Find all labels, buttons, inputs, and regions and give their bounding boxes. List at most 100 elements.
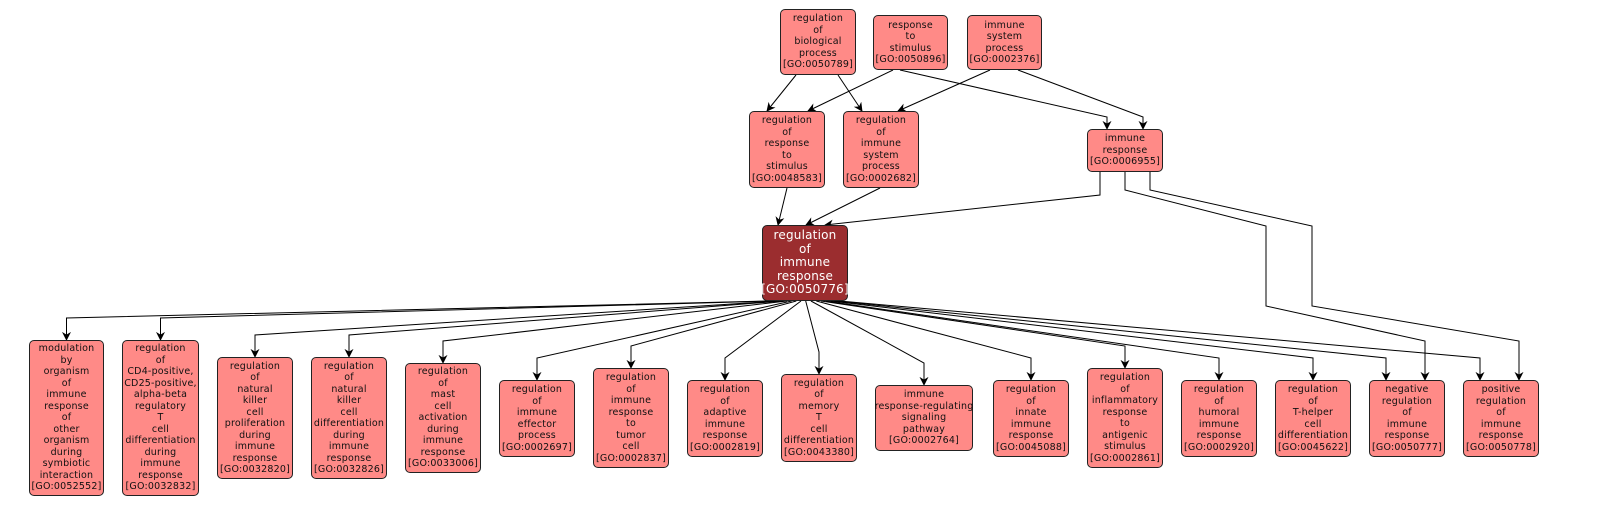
term-label-line: proliferation	[224, 418, 286, 429]
term-label-line: immune	[328, 441, 370, 452]
term-label-line: of	[250, 372, 260, 383]
go-id-label: [GO:0052552]	[31, 481, 102, 493]
go-id-label: [GO:0002376]	[969, 54, 1040, 65]
edge-arrow	[1149, 172, 1524, 381]
term-label-line: during	[144, 446, 177, 458]
term-label-line: system	[986, 31, 1023, 42]
edge-arrow	[897, 69, 991, 112]
edge-arrow	[805, 187, 881, 226]
term-label-line: modulation	[38, 343, 95, 355]
term-label-line: response	[326, 452, 372, 464]
term-label-line: immune	[516, 407, 558, 418]
term-label-line: response	[1102, 406, 1148, 418]
term-label-line: natural	[331, 383, 367, 395]
term-label-line: differentiation	[125, 435, 196, 447]
term-label-line: positive	[1481, 384, 1521, 395]
go-id-label: [GO:0050776]	[761, 282, 849, 297]
term-label-line: response	[420, 446, 466, 458]
edge-arrow	[720, 300, 802, 381]
term-label-line: pathway	[902, 423, 946, 435]
term-label-line: to	[905, 31, 916, 42]
go-id-label: [GO:0032820]	[220, 464, 290, 475]
term-label-line: cell	[151, 423, 170, 435]
term-label-line: immune	[984, 19, 1025, 31]
term-label-line: of	[1026, 395, 1036, 407]
term-label-line: response	[1384, 430, 1430, 441]
go-id-label: [GO:0045622]	[1278, 441, 1348, 453]
term-label-line: regulation	[1381, 395, 1433, 407]
term-label-line: during	[239, 429, 271, 441]
term-label-line: stimulus	[1104, 441, 1146, 452]
term-label-line: regulatory	[134, 400, 187, 412]
term-label-line: of	[1214, 395, 1224, 407]
term-label-line: cell	[622, 441, 640, 452]
edge-arrow	[816, 300, 1036, 381]
term-label-line: regulation	[1475, 395, 1527, 407]
term-label-line: regulation	[793, 377, 845, 389]
term-label-line: response	[1102, 144, 1148, 156]
term-label-line: of	[1308, 395, 1318, 407]
term-label-line: cell	[246, 406, 264, 418]
term-label-line: biological	[794, 36, 842, 48]
term-label-line: regulation	[417, 366, 469, 378]
edge-arrow	[825, 300, 1224, 381]
term-label-line: interaction	[39, 469, 94, 481]
edge-arrow	[62, 300, 769, 341]
term-label-line: T-helper	[1292, 407, 1334, 418]
term-label-line: other	[53, 423, 80, 435]
edge-arrow	[824, 172, 1101, 229]
term-label-line: immune	[704, 418, 746, 430]
term-label-line: of	[720, 395, 730, 407]
term-label-line: regulation	[135, 343, 186, 355]
term-label-line: antigenic	[1102, 429, 1148, 441]
edge-arrow	[837, 74, 863, 112]
term-label-line: during	[427, 423, 459, 435]
term-label-line: CD4-positive,	[127, 366, 194, 378]
edge-arrow	[250, 300, 778, 358]
term-label-line: regulation	[773, 228, 837, 243]
term-label-line: process	[799, 47, 837, 59]
term-label-line: of	[532, 395, 542, 407]
term-label-line: regulation	[1287, 384, 1339, 395]
edge-arrow	[839, 300, 1485, 381]
term-label-line: cell	[1304, 418, 1322, 430]
term-label-line: immune	[1480, 418, 1522, 430]
term-label-line: immune	[140, 458, 181, 470]
edge-arrow	[1017, 69, 1148, 130]
term-label-line: of	[344, 372, 354, 383]
term-label-line: signaling	[901, 412, 947, 424]
go-id-label: [GO:0045088]	[996, 441, 1066, 453]
go-id-label: [GO:0002920]	[1184, 441, 1254, 453]
term-label-line: during	[333, 429, 365, 441]
go-id-label: [GO:0002697]	[502, 441, 572, 453]
term-label-line: immune	[1386, 418, 1428, 430]
term-label-line: regulation	[605, 372, 657, 383]
term-label-line: regulation	[511, 384, 563, 395]
term-label-line: to	[626, 418, 636, 429]
go-id-label: [GO:0002837]	[596, 452, 666, 464]
go-id-label: [GO:0048583]	[752, 172, 822, 184]
